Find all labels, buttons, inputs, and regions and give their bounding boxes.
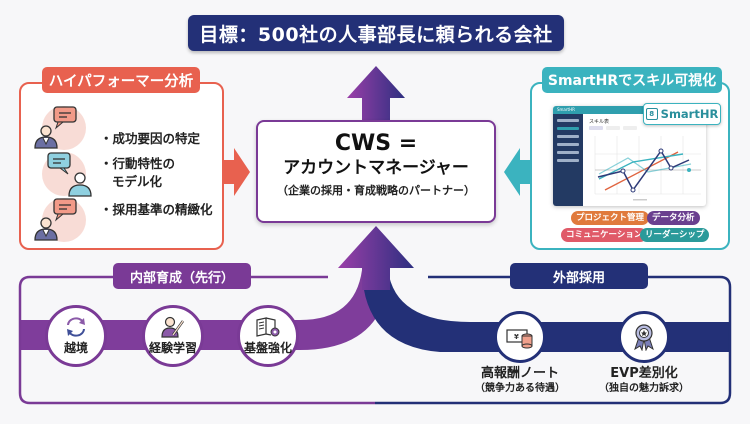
cws-title: CWS =: [334, 131, 418, 156]
person-speech-red-icon: [34, 198, 86, 242]
right-left-arrow: [504, 148, 530, 196]
bottom-up-arrow: [338, 226, 414, 290]
internal-item-label: 基盤強化: [243, 341, 292, 355]
list-item: ・採用基準の精緻化: [100, 202, 213, 217]
cycle-arrows-icon: [67, 317, 85, 337]
book-gear-icon: [256, 317, 280, 337]
award-ribbon-icon: [634, 324, 654, 351]
list-item: ・成功要因の特定: [100, 131, 201, 146]
internal-item-experiential-learning: 経験学習: [142, 305, 204, 367]
dashboard-app-name: SmartHR: [553, 106, 706, 114]
cws-account-manager-box: CWS = アカウントマネージャー （企業の採用・育成戦略のパートナー）: [256, 120, 496, 223]
cws-subtitle: アカウントマネージャー: [283, 158, 469, 178]
list-item: ・行動特性の: [100, 156, 176, 171]
person-speech-red-icon: [34, 106, 86, 150]
dashboard-sidebar: [553, 114, 583, 206]
external-item-sub: （競争力ある待遇）: [475, 383, 565, 394]
top-up-arrow: [347, 66, 405, 122]
money-coins-icon: ¥: [506, 329, 533, 349]
internal-item-cross-boundary: 越境: [45, 305, 107, 367]
skill-tag: プロジェクト管理: [571, 211, 650, 225]
external-item-evp: [618, 311, 670, 363]
external-frame: [375, 275, 732, 405]
internal-item-foundation: 基盤強化: [237, 305, 299, 367]
smarthr-logo-badge: 8 SmartHR: [643, 103, 721, 125]
external-item-sub: （独自の魅力訴求）: [599, 383, 689, 394]
person-pen-icon: [161, 316, 185, 338]
internal-development-title: 内部育成（先行）: [113, 263, 251, 289]
external-item-label: 高報酬ノート: [480, 366, 559, 381]
dashboard-screen-label: スキル表: [589, 119, 610, 125]
svg-text:¥: ¥: [514, 333, 519, 341]
internal-frame: [18, 275, 375, 405]
person-speech-blue-icon: [42, 152, 92, 197]
internal-item-label: 経験学習: [148, 341, 197, 355]
smarthr-badge-label: SmartHR: [660, 107, 719, 121]
external-hiring-title: 外部採用: [510, 263, 648, 289]
cws-note: （企業の採用・育成戦略のパートナー）: [277, 184, 475, 197]
dashboard-main: スキル表: [583, 114, 706, 206]
skill-line-chart: [589, 126, 701, 201]
external-item-caption: 高報酬ノート （競争力ある待遇）: [468, 365, 572, 396]
high-performer-title: ハイパフォーマー分析: [42, 67, 200, 93]
left-right-arrow: [224, 148, 250, 196]
external-item-label: EVP差別化: [610, 366, 678, 381]
skill-tag: データ分析: [647, 211, 700, 225]
internal-item-label: 越境: [63, 341, 88, 355]
list-item: モデル化: [112, 174, 163, 189]
external-item-caption: EVP差別化 （独自の魅力訴求）: [592, 365, 696, 396]
external-item-high-pay: ¥: [494, 311, 546, 363]
smarthr-title: SmartHRでスキル可視化: [542, 67, 722, 93]
smarthr-logo-icon: 8: [645, 108, 658, 120]
skill-tag: コミュニケーション: [561, 228, 648, 242]
skill-tag: リーダーシップ: [640, 228, 710, 242]
goal-banner: 目標：500社の人事部長に頼られる会社: [188, 15, 564, 51]
